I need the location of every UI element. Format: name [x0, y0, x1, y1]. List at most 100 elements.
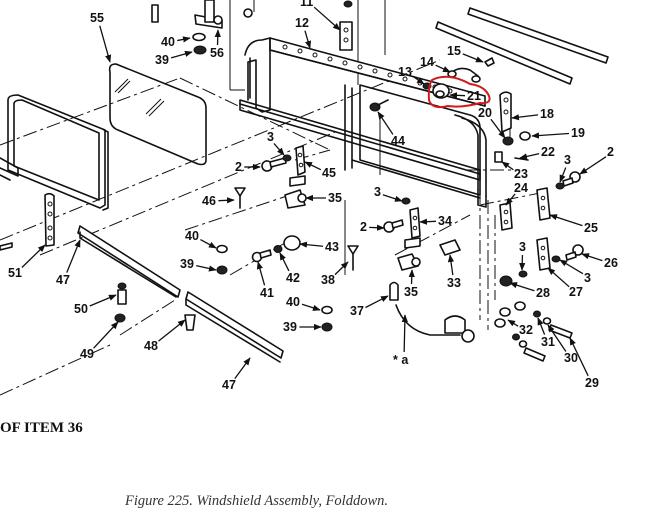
callout-leader-49 [93, 321, 119, 349]
callout-leader-47 [66, 239, 81, 273]
callout-label-32: 32 [519, 323, 533, 337]
hinge-45 [289, 145, 306, 187]
callout-label-3: 3 [584, 271, 591, 285]
callout-label-31: 31 [541, 335, 555, 349]
cable-assembly-37 [389, 281, 475, 343]
callout-leader-46 [218, 197, 235, 204]
callout-leader-50 [89, 294, 117, 307]
nut-28 [499, 275, 513, 287]
callout-leader-22 [519, 153, 540, 160]
washer-31 [512, 310, 541, 341]
windshield-main-frame [239, 37, 487, 208]
callout-label-39: 39 [283, 320, 297, 334]
callout-label-51: 51 [8, 266, 22, 280]
callout-label-39: 39 [180, 257, 194, 271]
retainer-strip [0, 157, 19, 181]
windshield-seal-frame [7, 94, 109, 211]
screw-2-right [562, 171, 581, 187]
weatherstrip-bars [435, 7, 609, 85]
washer-20 [502, 136, 514, 146]
callout-label-3: 3 [519, 240, 526, 254]
callout-label-27: 27 [569, 285, 583, 299]
washer-42 [273, 245, 283, 253]
callout-leader-14 [435, 64, 451, 73]
callout-leader-41 [256, 261, 266, 286]
callout-label-56: 56 [210, 46, 224, 60]
callout-label-22: 22 [541, 145, 555, 159]
screw-19 [519, 131, 531, 141]
callout-label-46: 46 [202, 194, 216, 208]
callout-label-a: * a [393, 353, 409, 367]
callout-label-50: 50 [74, 302, 88, 316]
screw-41 [251, 249, 272, 263]
callout-leader-34 [419, 218, 437, 225]
callout-label-25: 25 [584, 221, 598, 235]
callout-label-23: 23 [514, 167, 528, 181]
clip-23 [494, 151, 503, 163]
callout-leader-33 [447, 254, 455, 276]
callout-leader-40 [177, 36, 191, 43]
callout-label-49: 49 [80, 347, 94, 361]
callout-label-47: 47 [222, 378, 236, 392]
callout-label-48: 48 [144, 339, 158, 353]
callout-label-37: 37 [350, 304, 364, 318]
channel-47-lower [185, 291, 284, 363]
bolt-50 [117, 282, 127, 305]
catch-18 [499, 91, 512, 133]
callout-label-30: 30 [564, 351, 578, 365]
washer-40-upper [192, 32, 206, 42]
pad-33 [439, 239, 461, 256]
callout-leader-27 [547, 267, 570, 288]
callout-label-38: 38 [321, 273, 335, 287]
callout-label-13: 13 [398, 65, 412, 79]
washer-3-right-lower [551, 255, 561, 263]
plug-44 [369, 99, 389, 112]
callout-label-40: 40 [286, 295, 300, 309]
hinge-upper-right-11 [339, 0, 353, 51]
callout-label-40: 40 [161, 35, 175, 49]
callout-leader-15 [462, 53, 484, 63]
callout-leader-51 [21, 244, 46, 268]
callout-leader-23 [501, 161, 514, 171]
nut-39-upper [193, 45, 207, 55]
callout-label-21: 21 [467, 89, 481, 103]
callout-label-34: 34 [438, 214, 452, 228]
callout-label-24: 24 [514, 181, 528, 195]
callout-leader-3 [559, 167, 567, 183]
screw-26 [565, 244, 584, 261]
callout-leader-25 [549, 214, 583, 227]
washer-40-low [321, 305, 333, 315]
nut-39-mid [216, 265, 228, 275]
callout-leader-18 [511, 114, 539, 121]
callout-leader-26 [581, 253, 603, 262]
callout-label-47: 47 [56, 273, 70, 287]
callout-leader-2 [369, 224, 385, 231]
callout-label-12: 12 [295, 16, 309, 30]
latch-handle-14 [447, 67, 481, 83]
callout-leader-40 [301, 303, 321, 311]
callout-label-33: 33 [447, 276, 461, 290]
callout-leader-39 [170, 50, 193, 59]
callout-leader-43 [299, 241, 324, 248]
callout-label-19: 19 [571, 126, 585, 140]
channel-47-upper [77, 225, 181, 298]
bracket-35-middle [397, 253, 421, 271]
callout-leader-42 [279, 252, 290, 272]
callout-label-41: 41 [260, 286, 274, 300]
callout-leader-13 [412, 75, 425, 85]
hinge-34 [404, 207, 421, 249]
callout-label-44: 44 [391, 134, 405, 148]
callout-leader-2 [579, 156, 607, 175]
callout-leader-28 [509, 282, 535, 292]
callout-label-40: 40 [185, 229, 199, 243]
figure-caption: Figure 225. Windshield Assembly, Folddow… [125, 493, 389, 509]
screw-46 [234, 187, 246, 209]
knob-21 [432, 83, 450, 99]
plate-24 [499, 202, 513, 231]
callout-label-20: 20 [478, 106, 492, 120]
assembly-centerlines [0, 0, 546, 396]
callout-label-39: 39 [155, 53, 169, 67]
screw-15 [484, 57, 495, 67]
